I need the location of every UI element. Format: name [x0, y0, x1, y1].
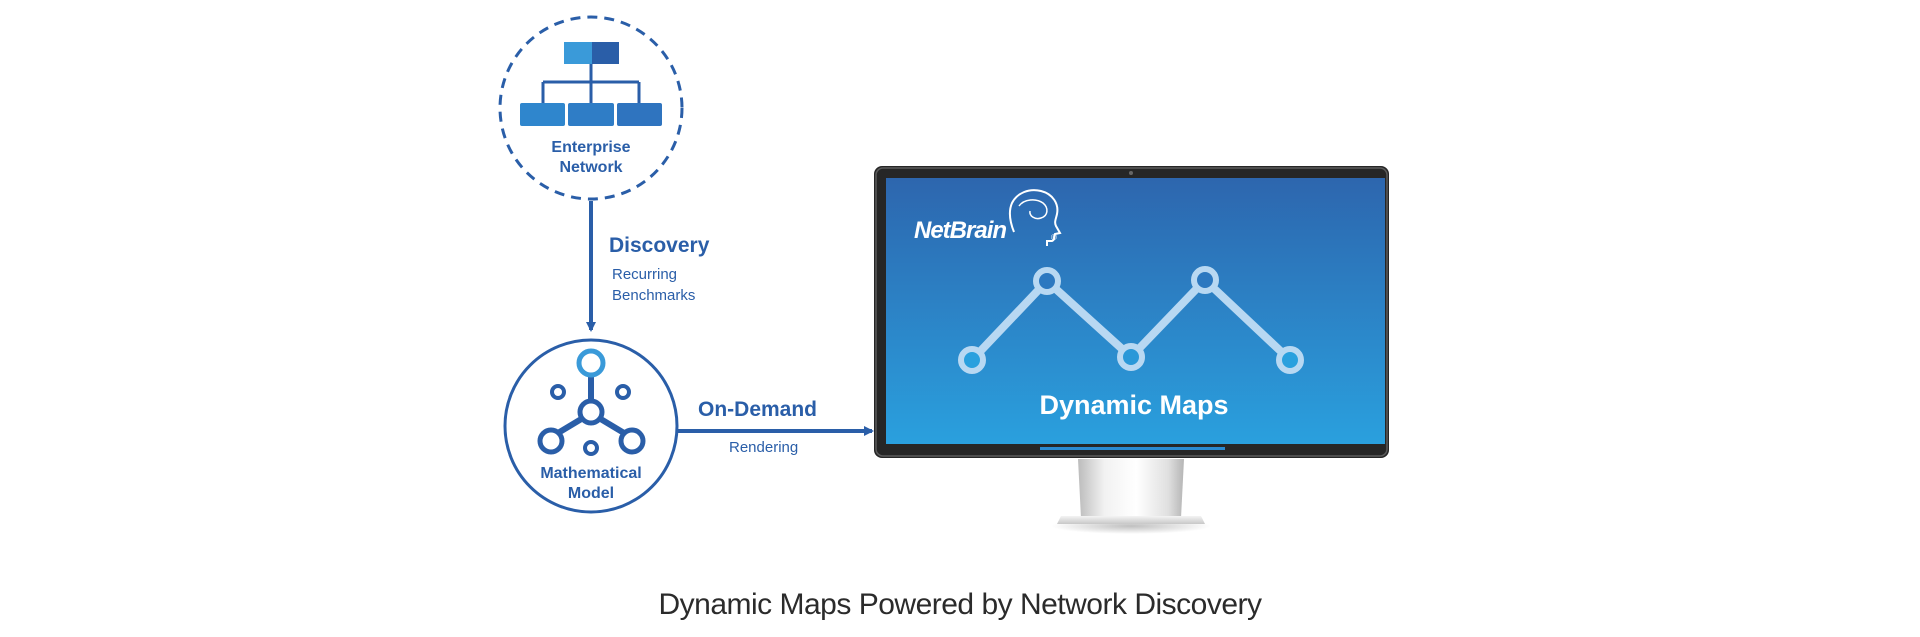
enterprise-network-label-1: Enterprise [551, 139, 630, 156]
mathematical-model-label-2: Model [568, 485, 614, 502]
mathematical-model-label-1: Mathematical [540, 465, 641, 482]
brand-text: NetBrain [914, 217, 1006, 244]
org-chart-icon [520, 42, 662, 126]
on-demand-sub: Rendering [729, 439, 798, 456]
on-demand-label: On-Demand [698, 398, 817, 421]
discovery-edge: Discovery Recurring Benchmarks [586, 201, 710, 332]
discovery-sub-1: Recurring [612, 266, 677, 283]
diagram-caption: Dynamic Maps Powered by Network Discover… [658, 588, 1262, 621]
discovery-label: Discovery [609, 234, 710, 257]
enterprise-network-label-2: Network [559, 159, 622, 176]
monitor-screen [886, 178, 1385, 444]
discovery-sub-2: Benchmarks [612, 287, 695, 304]
monitor: NetBrain ® Dynamic Maps [874, 166, 1389, 534]
monitor-title: Dynamic Maps [1039, 390, 1228, 420]
zigzag-line-icon [958, 266, 1304, 374]
node-graph-icon [537, 348, 646, 456]
netbrain-logo: NetBrain ® [914, 189, 1062, 246]
on-demand-edge: On-Demand Rendering [678, 398, 874, 456]
enterprise-network-node: Enterprise Network [498, 15, 684, 201]
mathematical-model-node: Mathematical Model [503, 338, 679, 514]
registered-mark: ® [1051, 233, 1057, 242]
brain-head-icon [1008, 189, 1062, 246]
